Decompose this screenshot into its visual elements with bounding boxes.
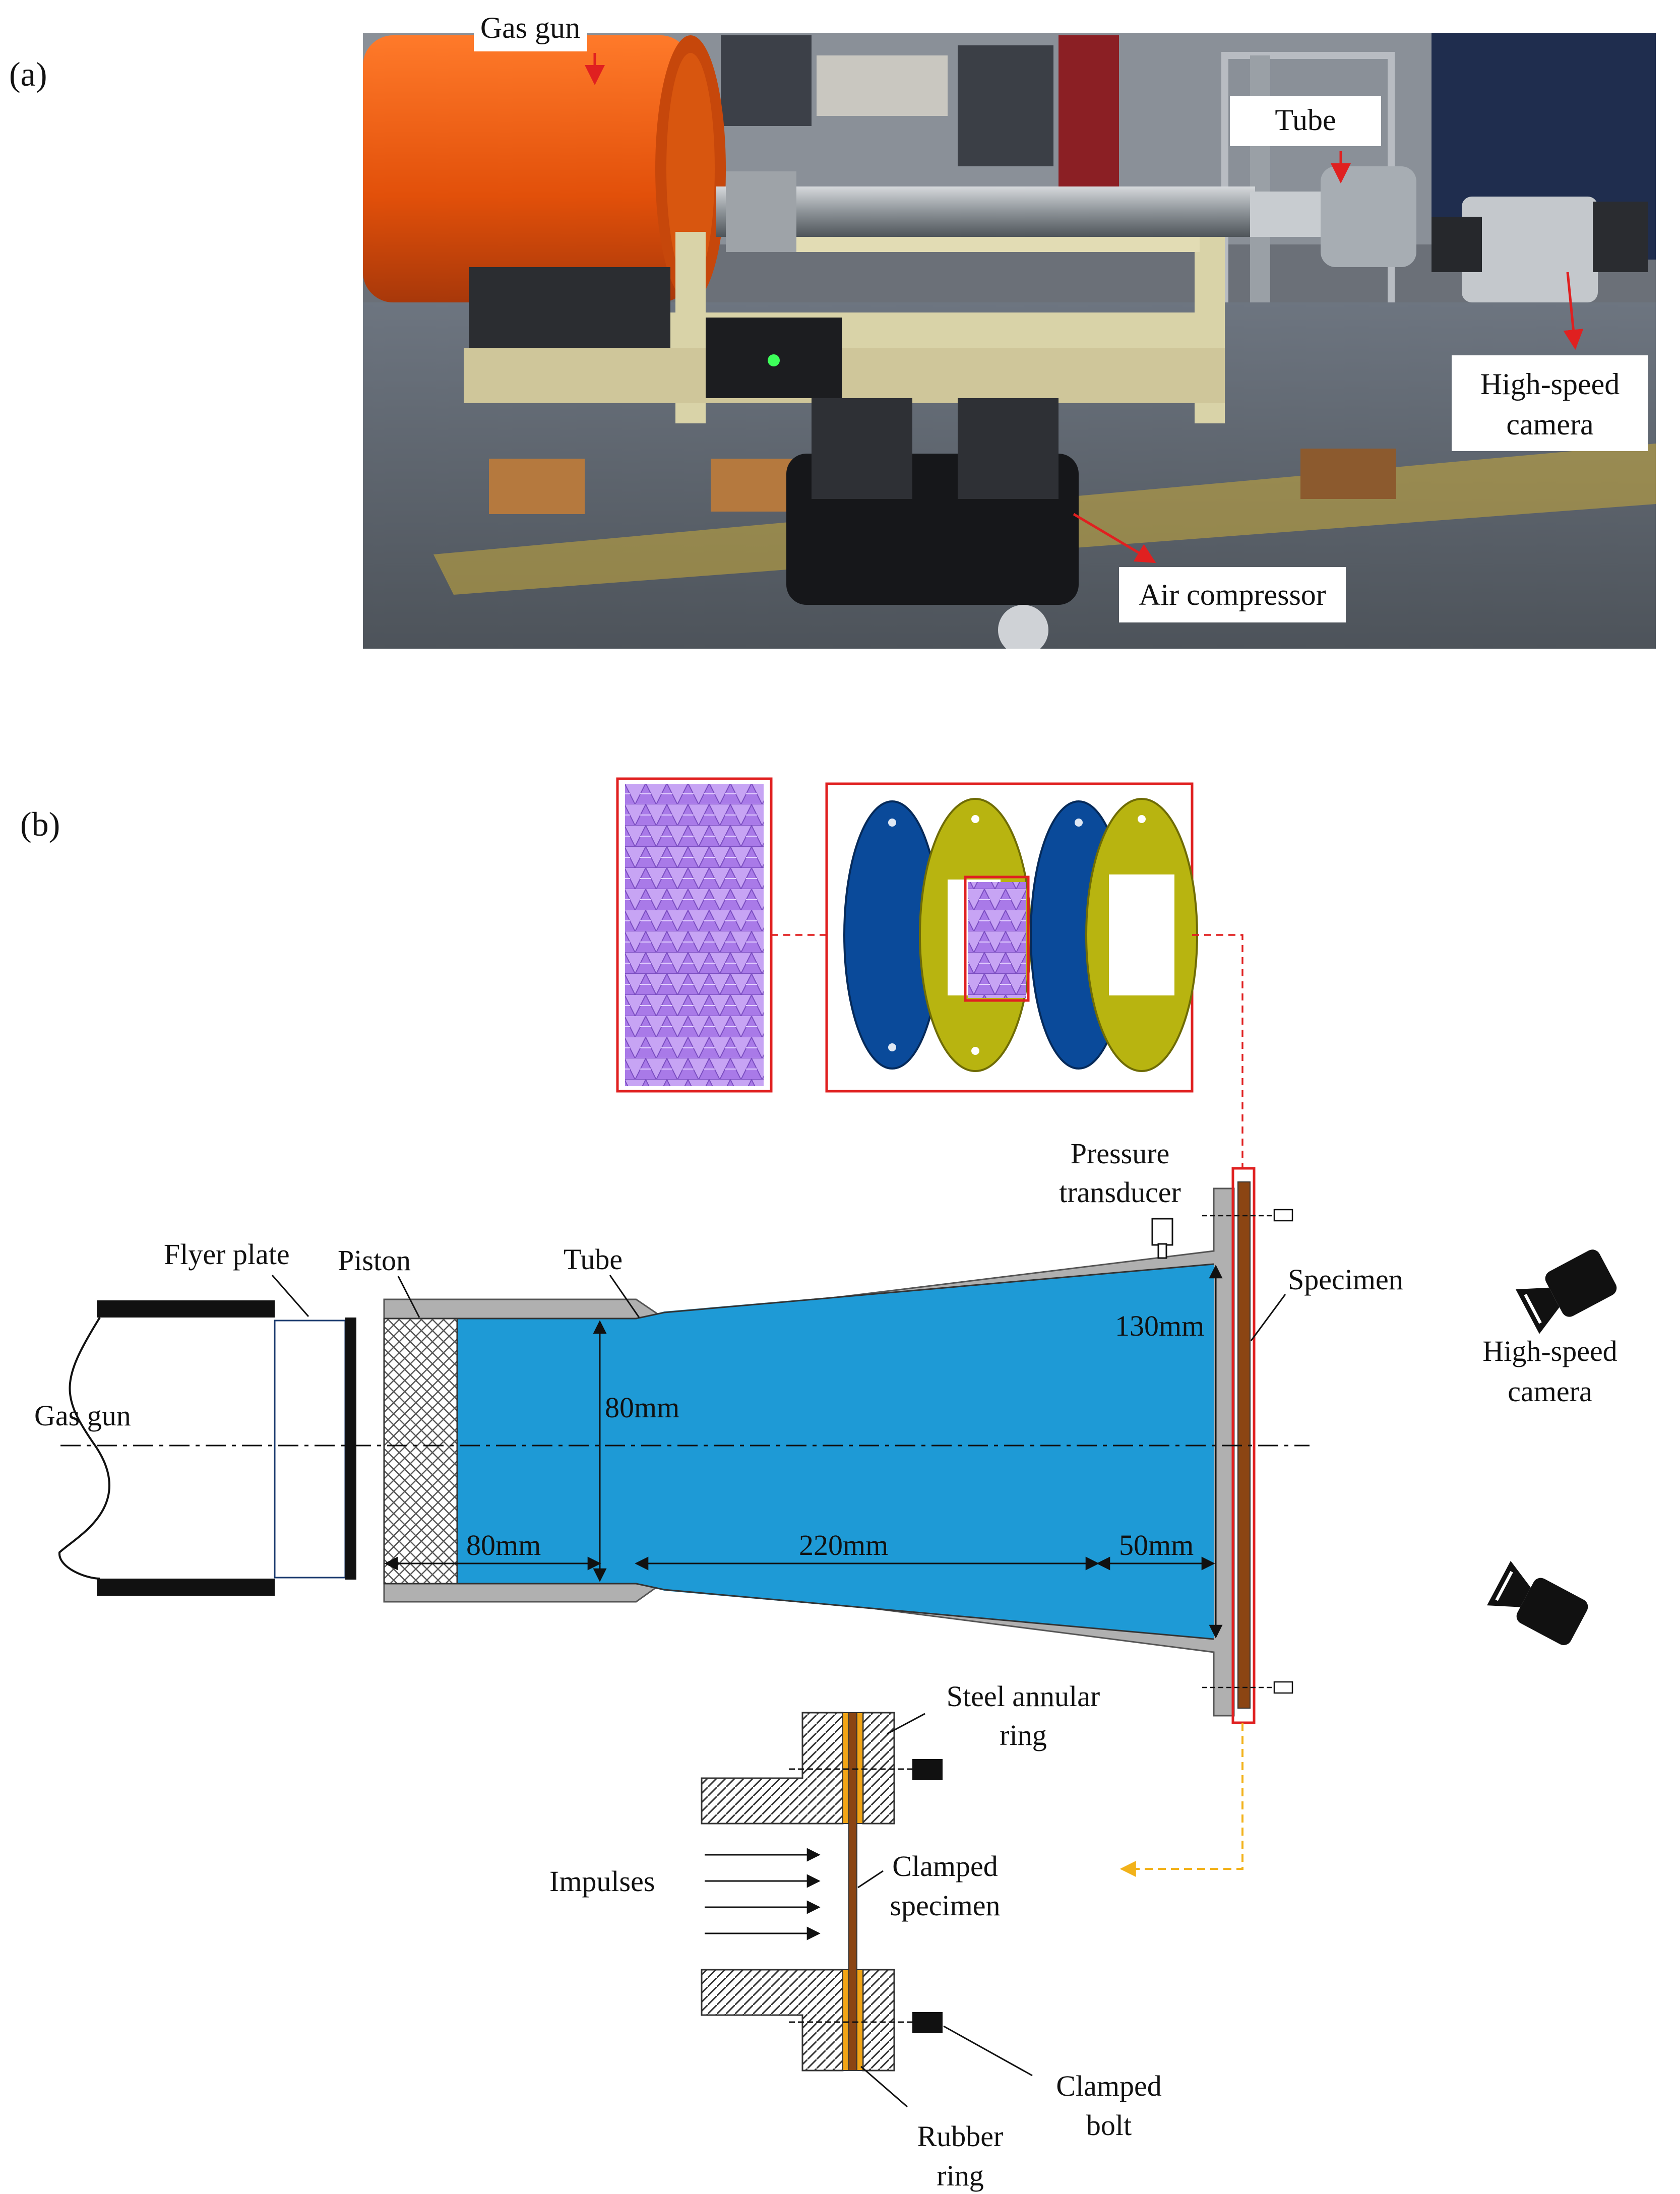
photo-label-tube: Tube [1230, 96, 1381, 183]
clamp-detail [701, 1712, 1033, 2108]
photo-label-air-compressor: Air compressor [1073, 513, 1346, 622]
clamped-bolt-label-2: bolt [1086, 2109, 1132, 2142]
svg-text:transducer: transducer [1059, 1176, 1181, 1209]
dim-len-piston: 80mm [466, 1529, 541, 1561]
impulses-label: Impulses [549, 1865, 655, 1898]
detail-pointer-arrow [1119, 1723, 1243, 1877]
tube-label: Tube [564, 1243, 623, 1276]
specimen-label: Specimen [1288, 1263, 1403, 1296]
panel-a-letter: (a) [9, 55, 47, 93]
panel-b-letter: (b) [20, 805, 60, 843]
high-speed-camera-photo [1432, 197, 1648, 302]
rubber-ring-label-1: Rubber [917, 2120, 1004, 2153]
dim-inner-dia: 80mm [605, 1391, 679, 1424]
rubber-ring-lower [842, 1969, 849, 2071]
gas-gun-label: Gas gun [34, 1399, 131, 1432]
clamped-specimen-label-1: Clamped [892, 1850, 998, 1883]
steel-ring-label-1: Steel annular [947, 1680, 1100, 1713]
svg-text:camera: camera [1506, 408, 1593, 441]
lab-photo [363, 33, 1656, 649]
camera-icon-upper [1516, 1249, 1617, 1334]
test-frame [464, 227, 1225, 423]
rubber-ring-label-2: ring [937, 2159, 983, 2192]
clamped-bolt-label-1: Clamped [1056, 2070, 1161, 2102]
svg-text:High-speed: High-speed [1480, 367, 1620, 401]
clamped-specimen [848, 1712, 857, 2071]
tube-barrel [716, 166, 1416, 267]
svg-text:Pressure: Pressure [1071, 1137, 1170, 1170]
dim-outlet-dia: 130mm [1115, 1309, 1204, 1342]
svg-text:Air compressor: Air compressor [1139, 578, 1326, 611]
inset-connectors [771, 934, 1243, 1168]
svg-text:Tube: Tube [1275, 103, 1336, 137]
dim-len-end: 50mm [1119, 1529, 1194, 1561]
clamp-plates-inset [825, 782, 1198, 1093]
steel-ring-label-2: ring [1000, 1719, 1046, 1751]
water-chamber [384, 1264, 1214, 1639]
camera-label-line2: camera [1508, 1375, 1592, 1408]
clamped-bolt-lower [912, 2012, 943, 2033]
dimension-lines [384, 1265, 1223, 1639]
flyer-plate-label: Flyer plate [164, 1238, 290, 1271]
photo-label-high-speed-camera: High-speed camera [1452, 272, 1648, 451]
photo-label-gas-gun: Gas gun [474, 6, 605, 85]
dim-len-taper: 220mm [799, 1529, 888, 1561]
flyer-plate: Flyer plate [164, 1238, 356, 1580]
piston [383, 1318, 458, 1585]
piston-label: Piston [338, 1244, 411, 1277]
air-compressor [786, 398, 1079, 649]
camera-icon-lower [1487, 1560, 1588, 1645]
rubber-ring-upper [842, 1712, 849, 1824]
lattice-inset [616, 777, 773, 1093]
tube-body: Piston Tube [338, 1187, 1235, 1717]
camera-label-line1: High-speed [1482, 1335, 1617, 1367]
impulse-arrows [705, 1848, 821, 1940]
svg-text:Gas gun: Gas gun [480, 11, 580, 44]
pressure-transducer: Pressure transducer [1059, 1137, 1181, 1259]
clamped-bolt-upper [912, 1759, 943, 1780]
clamped-specimen-label-2: specimen [890, 1889, 1000, 1922]
gas-gun-barrel: Gas gun [34, 1300, 275, 1596]
